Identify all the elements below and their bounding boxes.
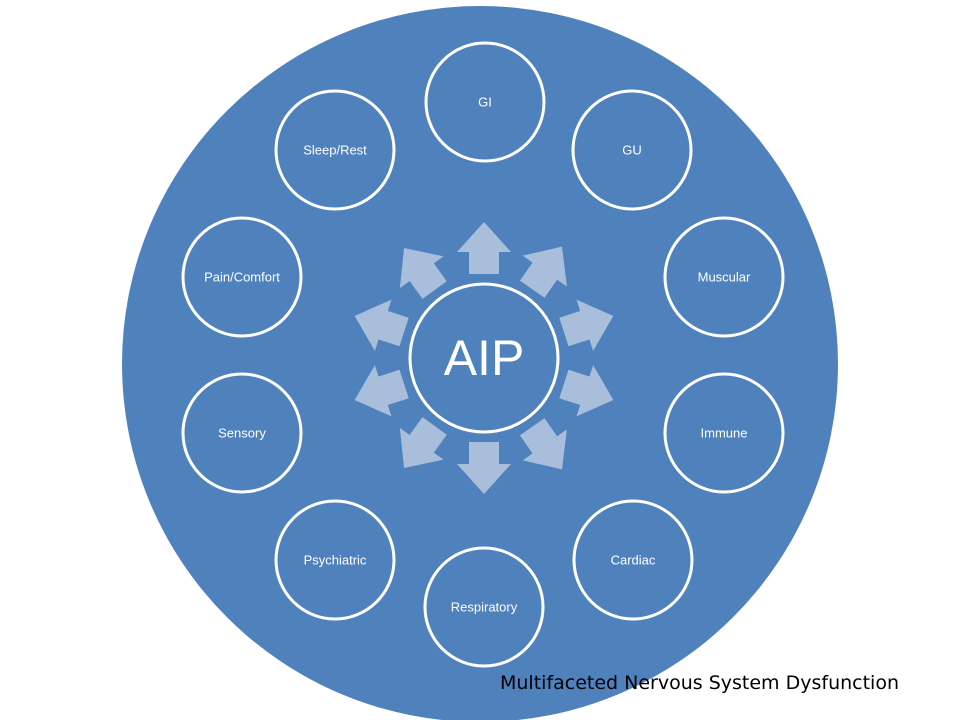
arrow-icon [354,365,409,417]
arrow-icon [559,365,614,417]
node-sensory: Sensory [181,372,303,494]
node-psychiatric: Psychiatric [274,499,396,621]
arrow-group [354,222,614,494]
node-circle [572,499,694,621]
node-gu: GU [571,89,693,211]
node-circle [181,216,303,338]
node-circle [274,89,396,211]
node-label: Pain/Comfort [204,270,280,285]
arrow-icon [559,299,614,351]
node-cardiac: Cardiac [572,499,694,621]
node-sleep-rest: Sleep/Rest [274,89,396,211]
background-disc [122,6,838,720]
node-respiratory: Respiratory [423,546,545,668]
node-label: Sensory [218,426,266,441]
node-label: Sleep/Rest [303,143,367,158]
node-muscular: Muscular [663,216,785,338]
node-label: Muscular [698,270,751,285]
center-circle [408,282,560,434]
center-node: AIP [408,282,560,434]
node-label: Respiratory [451,600,518,615]
node-circle [571,89,693,211]
arrow-icon [354,299,409,351]
node-label: Psychiatric [304,553,367,568]
node-circle [663,216,785,338]
node-circle [181,372,303,494]
diagram-caption: Multifaceted Nervous System Dysfunction [500,672,899,694]
node-pain-comfort: Pain/Comfort [181,216,303,338]
arrow-icon [519,418,567,470]
node-immune: Immune [663,372,785,494]
node-circle [424,41,546,163]
node-label: GU [622,143,642,158]
node-gi: GI [424,41,546,163]
node-label: GI [478,95,492,110]
node-circle [274,499,396,621]
node-circle [423,546,545,668]
arrow-icon [399,417,447,469]
node-label: Cardiac [611,553,656,568]
node-circle [663,372,785,494]
arrow-icon [457,442,511,494]
arrow-icon [519,246,567,298]
center-label: AIP [444,330,525,386]
arrow-icon [399,247,447,299]
arrow-icon [457,222,511,274]
node-label: Immune [701,426,748,441]
